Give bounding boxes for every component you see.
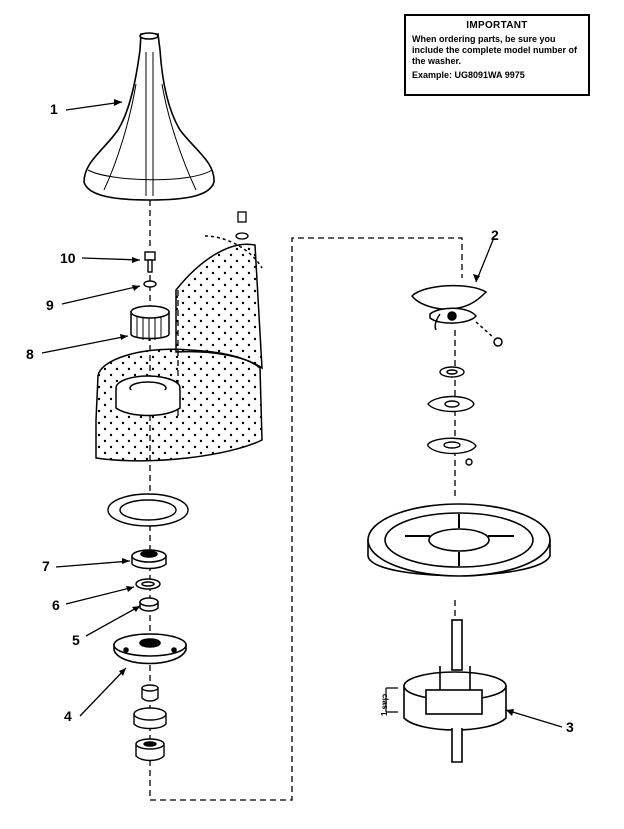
callout-3: 3	[566, 719, 574, 735]
callout-7: 7	[42, 558, 50, 574]
important-notice-box: IMPORTANT When ordering parts, be sure y…	[404, 14, 590, 96]
drive-block-part	[113, 633, 187, 665]
tub-section	[95, 235, 263, 462]
callout-4: 4	[64, 708, 72, 724]
bolt-part	[144, 251, 156, 273]
callout-2: 2	[491, 227, 499, 243]
callout-1: 1	[50, 101, 58, 117]
pulley-part	[367, 503, 551, 577]
stacked-plates	[427, 366, 477, 466]
leader-arrowheads	[114, 99, 514, 716]
transmission-part	[385, 619, 507, 763]
spline-nut-part	[130, 305, 170, 341]
notice-title: IMPORTANT	[466, 20, 528, 31]
washer-part	[143, 280, 157, 288]
callout-8: 8	[26, 346, 34, 362]
callout-5: 5	[72, 632, 80, 648]
notice-body: When ordering parts, be sure you include…	[412, 34, 578, 66]
ring-part	[135, 578, 161, 590]
tub-screw	[235, 211, 249, 240]
hex-nut-part	[139, 597, 159, 612]
leader-lines	[41, 101, 563, 728]
gasket-part	[107, 493, 189, 527]
seal-part	[131, 549, 167, 570]
callout-10: 10	[60, 250, 76, 266]
callout-9: 9	[46, 297, 54, 313]
side-annotation: 1 sɐꞁɔ	[380, 693, 389, 716]
lower-bushings	[133, 684, 167, 762]
notice-example: Example: UG8091WA 9975	[412, 70, 525, 80]
agitator-part	[83, 32, 215, 201]
cam-assembly-part	[410, 284, 503, 347]
callout-6: 6	[52, 597, 60, 613]
